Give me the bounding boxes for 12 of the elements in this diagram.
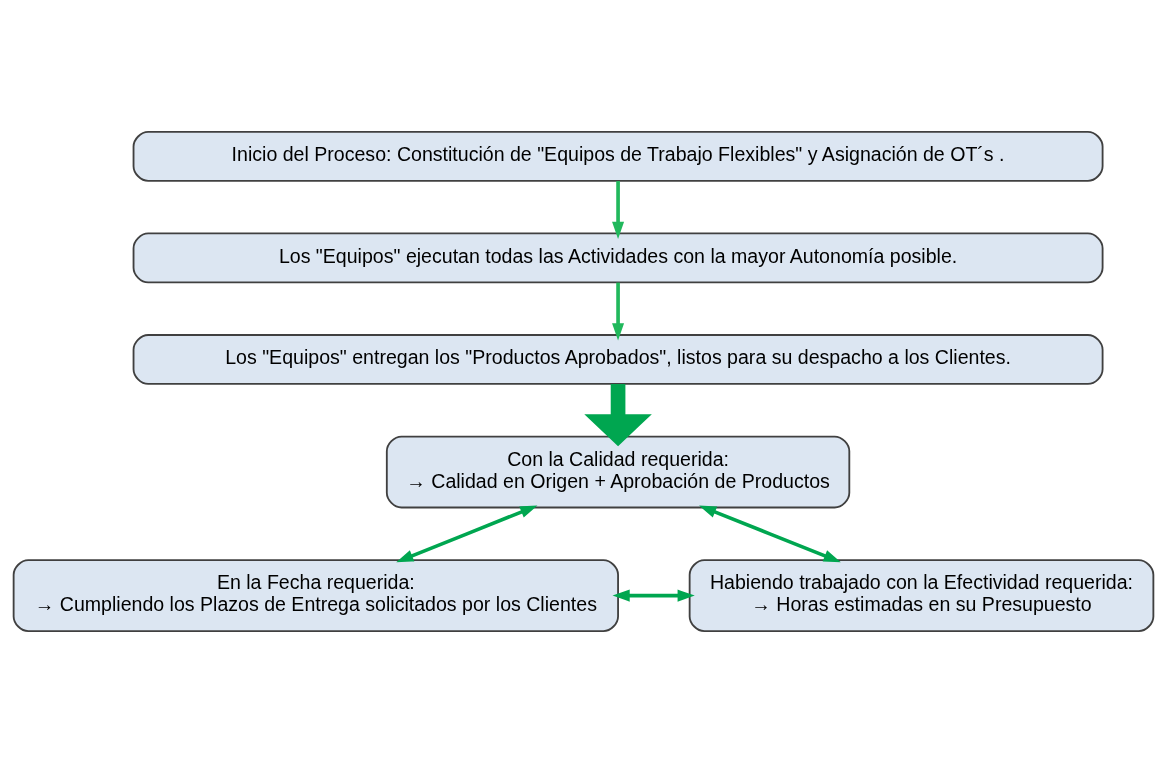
- node-box: Los "Equipos" ejecutan todas las Actividades con la mayor Autonomía posible.: [132, 232, 1104, 283]
- arrow: [612, 282, 625, 340]
- arrow: [699, 505, 841, 562]
- node-box: Habiendo trabajado con la Efectividad requerida: → Horas estimadas en su Presupuesto: [688, 558, 1155, 632]
- arrow: [396, 505, 538, 562]
- arrow: [584, 383, 652, 446]
- node-box: En la Fecha requerida: → Cumpliendo los Plazos de Entrega solicitados por los Clientes: [12, 558, 619, 632]
- node-box: Los "Equipos" entregan los "Productos Aprobados", listos para su despacho a los Clientes.: [132, 333, 1104, 385]
- node-box: Inicio del Proceso: Constitución de "Equipos de Trabajo Flexibles" y Asignación de OT´s .: [132, 130, 1104, 182]
- arrow: [612, 180, 625, 239]
- arrow: [612, 589, 695, 602]
- node-box: Con la Calidad requerida: → Calidad en Origen + Aprobación de Productos: [385, 435, 851, 508]
